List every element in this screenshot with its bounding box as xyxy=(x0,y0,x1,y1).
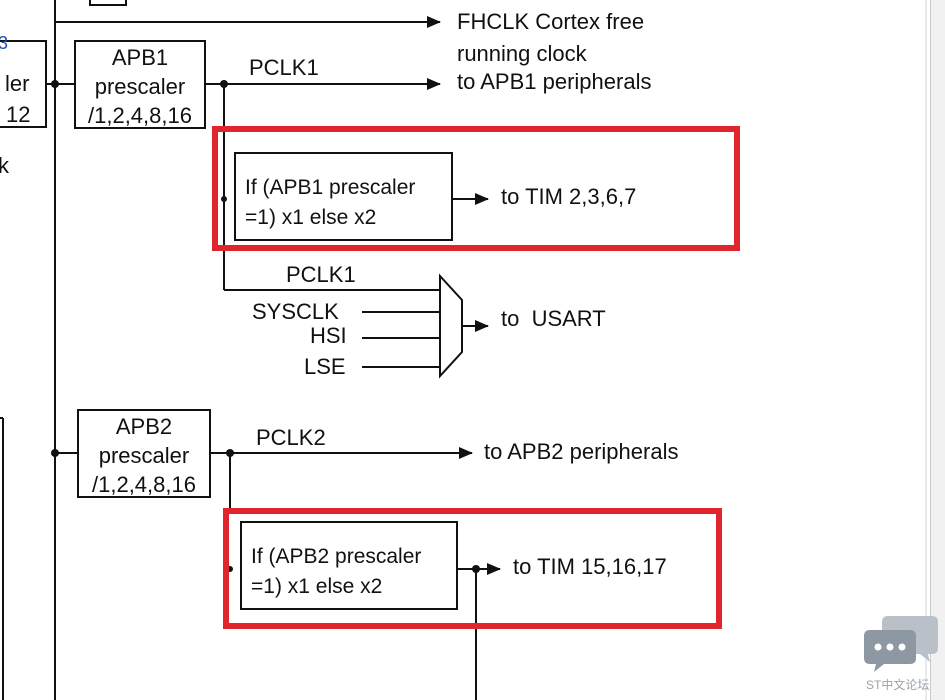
apb1-prescaler-box: APB1 prescaler /1,2,4,8,16 xyxy=(74,40,206,129)
tim-apb1-input-node xyxy=(221,196,227,202)
mux-input-lse: LSE xyxy=(304,354,346,379)
fhclk-label-line-2: running clock xyxy=(457,41,587,66)
usart-mux-shape xyxy=(439,273,463,379)
mux-input-pclk1: PCLK1 xyxy=(286,262,356,287)
mux-input-sysclk: SYSCLK xyxy=(252,299,339,324)
apb1-box-line-2: prescaler xyxy=(94,74,186,99)
tim-apb2-label: to TIM 15,16,17 xyxy=(513,554,667,579)
chat-bubbles-icon xyxy=(864,616,938,672)
tim-apb2-multiplier-box: If (APB2 prescaler =1) x1 else x2 xyxy=(240,521,458,610)
highlight-tim-apb2 xyxy=(223,508,722,629)
apb1-peripherals-label: to APB1 peripherals xyxy=(457,69,652,94)
tim-apb1-label: to TIM 2,3,6,7 xyxy=(501,184,637,209)
pclk1-node xyxy=(220,80,228,88)
mux-input-hsi: HSI xyxy=(310,323,347,348)
left-partial-mark: 3 xyxy=(0,33,9,53)
left-partial-box xyxy=(0,40,47,128)
tim-apb2-output-node xyxy=(472,565,480,573)
bus-node-apb1 xyxy=(51,80,59,88)
pclk1-label: PCLK1 xyxy=(249,55,319,80)
apb2-box-line-2: prescaler xyxy=(98,443,190,468)
bus-node-apb2 xyxy=(51,449,59,457)
tim-apb1-box-line-2: =1) x1 else x2 xyxy=(245,206,377,229)
tim-apb1-box-line-1: If (APB1 prescaler xyxy=(245,176,416,199)
watermark-text: ST中文论坛 xyxy=(866,678,930,692)
apb2-box-line-3: /1,2,4,8,16 xyxy=(92,472,196,497)
pclk2-label: PCLK2 xyxy=(256,425,326,450)
usart-label: to USART xyxy=(501,306,606,331)
highlight-tim-apb1 xyxy=(212,126,740,251)
apb2-peripherals-label: to APB2 peripherals xyxy=(484,439,679,464)
right-frame-strip xyxy=(930,0,945,700)
left-partial-text-1: ler xyxy=(5,71,30,96)
apb1-box-line-1: APB1 xyxy=(111,45,169,70)
apb2-box-line-1: APB2 xyxy=(115,414,173,439)
tim-apb2-box-line-2: =1) x1 else x2 xyxy=(251,575,383,598)
tim-apb2-box-line-1: If (APB2 prescaler xyxy=(251,545,422,568)
pclk2-node xyxy=(226,449,234,457)
fhclk-label-line-1: FHCLK Cortex free xyxy=(457,9,645,34)
top-partial-box xyxy=(89,0,127,6)
left-partial-text-2: 12 xyxy=(6,102,31,127)
tim-apb1-multiplier-box: If (APB1 prescaler =1) x1 else x2 xyxy=(234,152,453,241)
apb1-box-line-3: /1,2,4,8,16 xyxy=(88,103,192,128)
left-partial-text-3: k xyxy=(0,153,9,178)
apb2-prescaler-box: APB2 prescaler /1,2,4,8,16 xyxy=(77,409,211,498)
